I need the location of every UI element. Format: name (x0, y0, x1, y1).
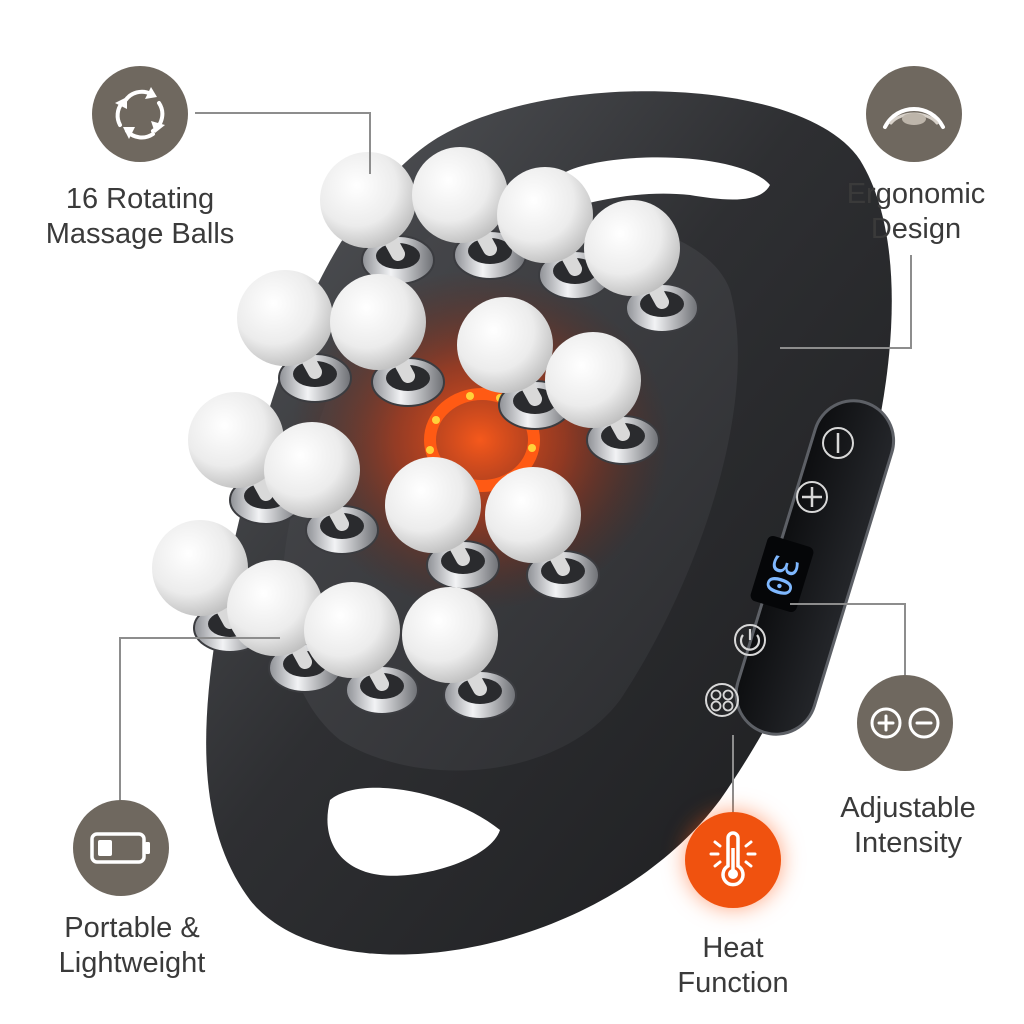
leader-portable (120, 637, 280, 639)
top-handle-hole (560, 157, 770, 210)
massage-balls (152, 147, 699, 720)
portable-feature-icon (73, 800, 169, 896)
plus-icon (802, 487, 822, 507)
leader-heat-v (732, 735, 734, 813)
massage-ball (584, 200, 699, 333)
portable-feature-label: Portable & Lightweight (58, 912, 206, 979)
ergonomic-feature-label: Ergonomic Design (846, 178, 986, 245)
massage-ball (237, 270, 352, 403)
leader-portable-v (119, 637, 121, 803)
ergonomic-feature-icon (866, 66, 962, 162)
massage-ball (264, 422, 379, 555)
leader-ergonomic (780, 347, 912, 349)
heat-ring (424, 388, 540, 492)
massage-ball (385, 457, 500, 590)
massage-ball (402, 587, 517, 720)
intensity-feature-icon (857, 675, 953, 771)
plus-button[interactable] (796, 481, 828, 513)
leader-intensity-v (904, 603, 906, 675)
minus-button[interactable] (822, 427, 854, 459)
power-button[interactable] (734, 624, 766, 656)
rotating-feature-label: 16 Rotating Massage Balls (45, 183, 235, 250)
thermometer-icon (709, 831, 757, 887)
rotating-feature-icon (92, 66, 188, 162)
heat-feature-label: Heat Function (677, 932, 789, 999)
battery-icon (90, 832, 150, 864)
leader-intensity (790, 603, 906, 605)
massage-ball (485, 467, 600, 600)
leader-ergonomic-v (910, 255, 912, 348)
mode-icon (710, 689, 734, 712)
heat-feature-icon (685, 812, 781, 908)
bottom-handle-hole (327, 787, 500, 876)
intensity-feature-label: Adjustable Intensity (840, 792, 976, 859)
leader-rotating (195, 112, 370, 114)
display-screen (750, 535, 814, 613)
mode-button[interactable] (705, 683, 739, 717)
rotate-arrows-icon (115, 87, 165, 140)
ergonomic-curve-icon (883, 107, 945, 129)
power-icon (739, 634, 761, 651)
plus-minus-icon (870, 707, 940, 739)
massage-ball (304, 582, 419, 715)
leader-rotating-v (369, 112, 371, 174)
massage-ball (545, 332, 660, 465)
massage-ball (330, 274, 445, 407)
